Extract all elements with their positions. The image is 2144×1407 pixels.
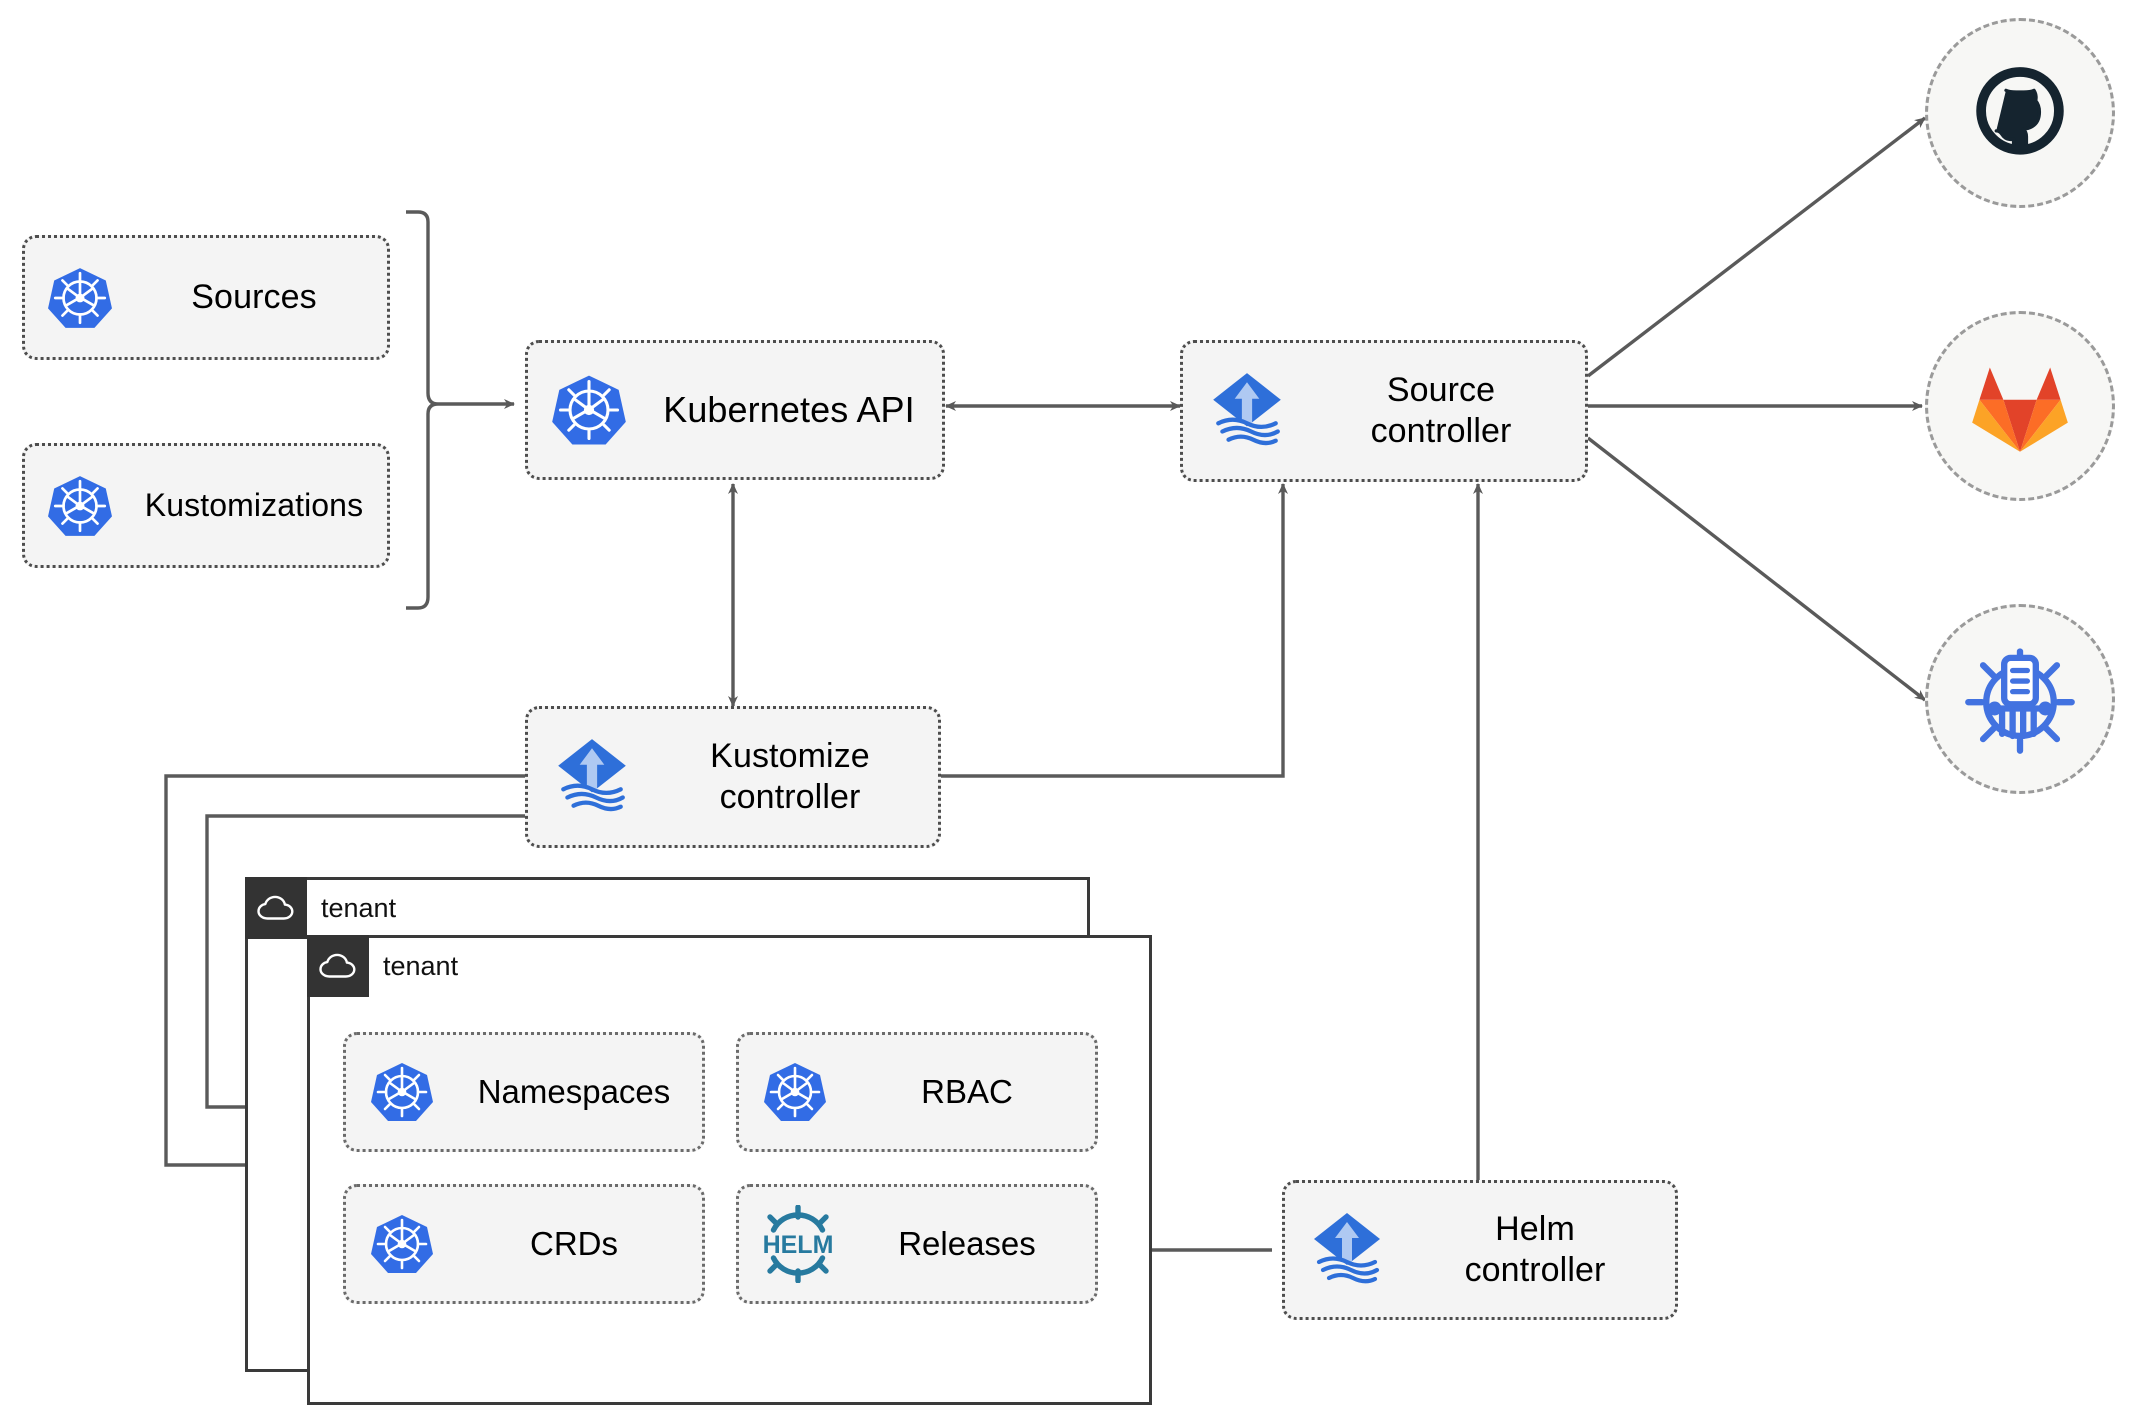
resource-box-sources[interactable]: Sources (22, 235, 390, 360)
connector-kustomize-controller-source-controller (941, 483, 1288, 778)
kubernetes-icon (528, 372, 650, 448)
tenant-container-inner: tenant (307, 935, 1152, 1405)
kubernetes-icon (25, 473, 135, 539)
tenant-resource-namespaces[interactable]: Namespaces (343, 1032, 705, 1152)
gitlab-icon (1972, 367, 2068, 452)
component-label: Kubernetes API (663, 389, 915, 431)
cloud-icon (245, 877, 307, 939)
tenant-outer-label: tenant (321, 892, 397, 923)
tenant-resource-label: Releases (898, 1225, 1036, 1262)
provider-circle-gitlab[interactable] (1925, 311, 2115, 501)
connector-source-controller-github (1586, 116, 1927, 378)
resource-label: Sources (191, 277, 317, 316)
kubernetes-icon (25, 265, 135, 331)
flux-icon (1183, 370, 1311, 452)
provider-circle-github[interactable] (1925, 18, 2115, 208)
kubernetes-icon (739, 1060, 851, 1124)
component-box-source-controller[interactable]: Source controller (1180, 340, 1588, 482)
tenant-resource-releases[interactable]: HELM Releases (736, 1184, 1098, 1304)
kubernetes-icon (346, 1212, 458, 1276)
resource-box-kustomizations[interactable]: Kustomizations (22, 443, 390, 568)
flux-icon (1285, 1210, 1409, 1290)
tenant-resource-crds[interactable]: CRDs (343, 1184, 705, 1304)
component-box-helm-controller[interactable]: Helm controller (1282, 1180, 1678, 1320)
tenant-inner-label: tenant (383, 950, 459, 981)
flux-icon (528, 736, 656, 818)
cloud-icon (307, 935, 369, 997)
connector-source-controller-helm-repository (1586, 436, 1927, 702)
connector-kustomize-controller-tenant-inner (205, 814, 525, 1112)
tenant-resource-label: Namespaces (477, 1073, 671, 1110)
component-label: Helm controller (1464, 1209, 1606, 1289)
component-label: Source controller (1370, 370, 1512, 450)
resource-label: Kustomizations (144, 486, 364, 523)
tenant-resource-label: RBAC (921, 1073, 1013, 1110)
component-label: Kustomize controller (710, 736, 870, 816)
github-icon (1976, 67, 2064, 155)
connector-kustomize-controller-tenant-outer (164, 774, 525, 1170)
kubernetes-icon (346, 1060, 458, 1124)
provider-circle-helm-repository[interactable] (1925, 604, 2115, 794)
component-box-kustomize-controller[interactable]: Kustomize controller (525, 706, 941, 848)
helm-repository-icon (1965, 648, 2075, 754)
tenant-resource-rbac[interactable]: RBAC (736, 1032, 1098, 1152)
helm-icon: HELM (739, 1205, 857, 1283)
tenant-resource-label: CRDs (530, 1225, 618, 1262)
connector-resources-bracket (406, 210, 439, 610)
svg-text:HELM: HELM (763, 1231, 834, 1259)
component-box-kubernetes-api[interactable]: Kubernetes API (525, 340, 945, 480)
